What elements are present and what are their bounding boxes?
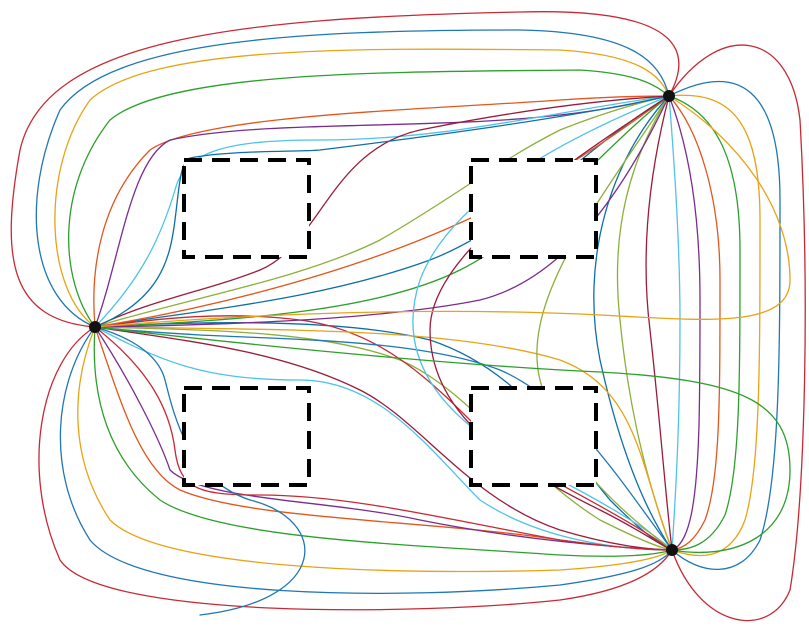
edge-14 (93, 326, 673, 557)
edge-26 (668, 95, 701, 551)
obstacle-bottom-left (182, 386, 311, 487)
node-bottom-right (666, 544, 678, 556)
edge-41 (94, 326, 673, 551)
edge-5 (93, 95, 670, 328)
edge-13 (77, 326, 673, 573)
obstacle-layer (182, 158, 598, 487)
edge-12 (59, 326, 673, 594)
edge-9 (94, 95, 670, 328)
edge-11 (38, 326, 673, 611)
obstacle-top-left (182, 158, 311, 259)
node-top-right (663, 90, 675, 102)
edge-3 (54, 48, 670, 328)
edge-7 (94, 95, 670, 328)
edge-29 (616, 95, 673, 551)
edge-layer (10, 11, 806, 622)
edge-31 (94, 315, 673, 551)
edge-19 (94, 326, 673, 551)
edge-43 (94, 95, 791, 328)
edge-17 (94, 326, 673, 551)
edge-34 (94, 95, 670, 328)
edge-18 (94, 326, 673, 551)
edge-32 (94, 326, 673, 551)
edge-8 (94, 95, 670, 328)
edge-4 (68, 69, 670, 328)
edge-28 (645, 95, 673, 551)
edge-44 (94, 326, 791, 554)
edge-16 (94, 326, 673, 551)
edge-36 (94, 95, 670, 328)
node-layer (89, 90, 678, 556)
edge-23 (668, 94, 761, 557)
edge-21 (668, 44, 806, 622)
edge-22 (668, 80, 781, 571)
edge-24 (668, 95, 741, 551)
obstacle-top-right (469, 158, 598, 259)
obstacle-bottom-right (469, 386, 598, 487)
edge-39 (536, 95, 673, 551)
edge-33 (94, 326, 673, 551)
edge-40 (94, 95, 670, 328)
edge-25 (668, 95, 721, 551)
edge-35 (94, 95, 670, 328)
edge-27 (668, 95, 681, 551)
node-left (89, 321, 101, 333)
edge-1 (10, 11, 680, 328)
edge-2 (35, 29, 670, 328)
